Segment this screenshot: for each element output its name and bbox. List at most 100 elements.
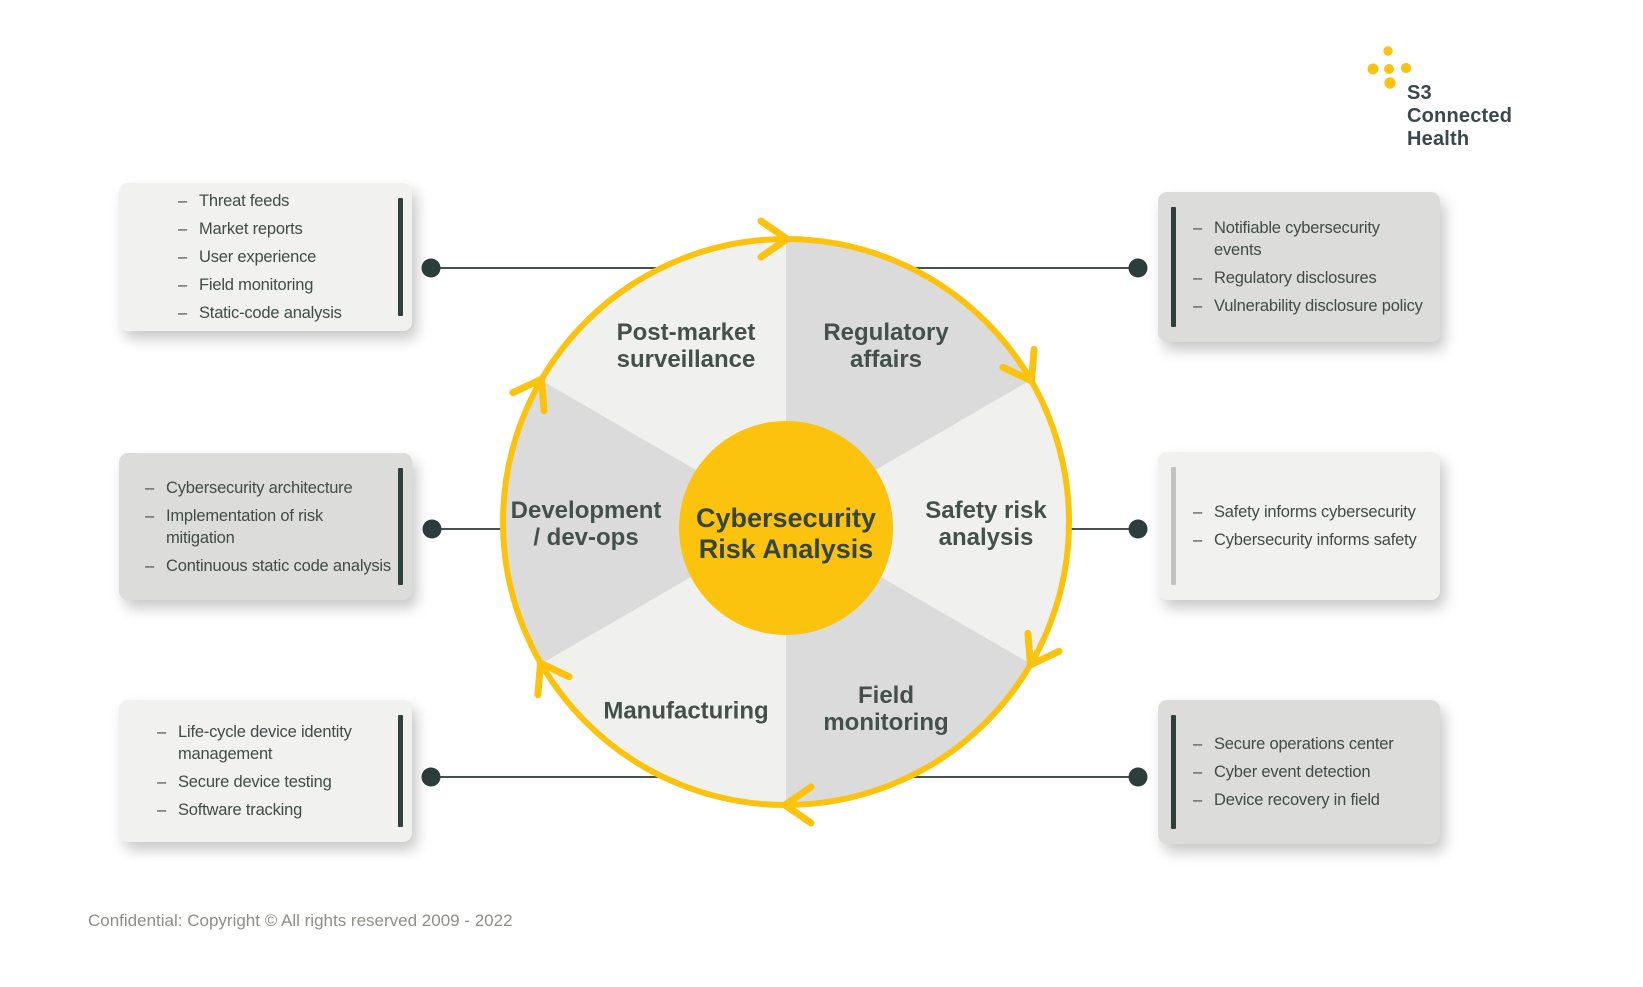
callout-manufacturing: –Life-cycle device identity management –…: [119, 700, 412, 842]
dash-bullet: –: [1193, 763, 1203, 781]
list-item-text: Regulatory disclosures: [1214, 269, 1377, 287]
callout-safety-risk-analysis: –Safety informs cybersecurity –Cybersecu…: [1158, 452, 1440, 600]
dash-bullet: –: [1193, 219, 1203, 237]
callout-field-monitoring: –Secure operations center –Cyber event d…: [1158, 700, 1440, 844]
list-item-text: Cybersecurity informs safety: [1214, 531, 1417, 549]
dash-bullet: –: [1193, 735, 1203, 753]
list-item: –Cybersecurity informs safety: [1193, 529, 1424, 551]
list-item: –Static-code analysis: [178, 302, 392, 324]
callout-post-market-surveillance: –Threat feeds –Market reports –User expe…: [119, 183, 412, 331]
list-item: –Device recovery in field: [1193, 789, 1424, 811]
list-item: –Field monitoring: [178, 274, 392, 296]
logo-text-line: Health: [1407, 128, 1470, 150]
clockwise-arrow-icon: [999, 345, 1038, 385]
list-item: –Secure operations center: [1193, 733, 1424, 755]
list-item-text: Cybersecurity architecture: [166, 478, 353, 497]
logo-text-line: Connected: [1407, 105, 1513, 127]
logo-dot: [1384, 64, 1394, 74]
callout-accent-bar: [1171, 207, 1176, 327]
logo-dot: [1367, 63, 1379, 75]
wheel-center-title-line1: Cybersecurity: [695, 503, 877, 533]
list-item-text: Static-code analysis: [199, 304, 342, 322]
confidentiality-notice: Confidential: Copyright © All rights res…: [88, 911, 513, 930]
dash-bullet: –: [178, 304, 188, 322]
list-item: –Continuous static code analysis: [145, 555, 392, 577]
logo-dot: [1383, 46, 1393, 56]
list-item: –Cybersecurity architecture: [145, 477, 392, 499]
list-item: –Software tracking: [157, 799, 392, 821]
segment-label-manufacturing: Manufacturing: [603, 698, 768, 725]
list-item: –Market reports: [178, 218, 392, 240]
dash-bullet: –: [145, 556, 155, 575]
segment-label-field-monitoring: Field monitoring: [823, 682, 948, 736]
connector-dot: [422, 519, 442, 539]
segment-label-line: Safety risk: [925, 497, 1047, 524]
list-item-text: Cyber event detection: [1214, 763, 1371, 781]
list-item: –Secure device testing: [157, 771, 392, 793]
segment-label-regulatory-affairs: Regulatory affairs: [823, 319, 948, 373]
dash-bullet: –: [1193, 297, 1203, 315]
clockwise-arrow-icon: [1024, 629, 1063, 669]
list-item-text: Secure device testing: [178, 773, 332, 791]
logo-text-line: S3: [1407, 82, 1432, 104]
dash-bullet: –: [1193, 791, 1203, 809]
connector-dot: [421, 767, 441, 787]
list-item-text: Notifiable cybersecurity events: [1214, 219, 1380, 259]
list-item: –Threat feeds: [178, 190, 392, 212]
connector-dot: [1128, 258, 1148, 278]
logo-dot: [1384, 77, 1396, 89]
list-item: –Regulatory disclosures: [1193, 267, 1424, 289]
list-item: –Notifiable cybersecurity events: [1193, 217, 1424, 261]
list-item: –Life-cycle device identity management: [157, 721, 392, 765]
dash-bullet: –: [178, 192, 188, 210]
clockwise-arrow-icon: [757, 217, 791, 261]
list-item: –User experience: [178, 246, 392, 268]
list-item-text: Threat feeds: [199, 192, 290, 210]
callout-accent-bar: [398, 198, 403, 316]
list-item-text: Safety informs cybersecurity: [1214, 503, 1416, 521]
list-item: –Cyber event detection: [1193, 761, 1424, 783]
s3-connected-health-logo: S3 Connected Health: [1407, 82, 1512, 151]
segment-label-line: Development: [510, 497, 662, 524]
segment-label-line: surveillance: [616, 346, 756, 373]
list-item-text: Software tracking: [178, 801, 303, 819]
segment-label-post-market-surveillance: Post-market surveillance: [617, 319, 756, 373]
dash-bullet: –: [157, 801, 167, 819]
callout-accent-bar: [398, 715, 403, 827]
clockwise-arrow-icon: [534, 659, 573, 699]
segment-label-line: / dev-ops: [533, 524, 639, 551]
callout-accent-bar: [398, 468, 403, 585]
callout-accent-bar: [1171, 467, 1176, 585]
clockwise-arrow-icon: [781, 783, 815, 827]
dash-bullet: –: [157, 773, 167, 791]
segment-label-line: Post-market: [616, 319, 756, 346]
list-item: –Vulnerability disclosure policy: [1193, 295, 1424, 317]
segment-label-line: Regulatory: [823, 319, 949, 346]
list-item-text: Vulnerability disclosure policy: [1214, 297, 1423, 315]
wedge-development-dev-ops: [502, 380, 786, 664]
segment-label-line: Field: [857, 682, 914, 709]
dash-bullet: –: [1193, 503, 1203, 521]
segment-label-line: affairs: [849, 346, 923, 373]
clockwise-arrow-icon: [509, 375, 548, 415]
list-item-text: Market reports: [199, 220, 303, 238]
dash-bullet: –: [157, 723, 167, 741]
wheel-center-title-line2: Risk Analysis: [698, 534, 874, 564]
dash-bullet: –: [178, 220, 188, 238]
list-item-text: User experience: [199, 248, 317, 266]
list-item-text: Continuous static code analysis: [166, 556, 391, 575]
dash-bullet: –: [1193, 531, 1203, 549]
segment-label-safety-risk-analysis: Safety risk analysis: [925, 497, 1046, 551]
list-item-text: Device recovery in field: [1214, 791, 1380, 809]
list-item: –Safety informs cybersecurity: [1193, 501, 1424, 523]
connector-dot: [1128, 767, 1148, 787]
callout-development-dev-ops: –Cybersecurity architecture –Implementat…: [119, 453, 412, 600]
dash-bullet: –: [145, 506, 155, 525]
segment-label-line: analysis: [938, 524, 1034, 551]
list-item-text: Field monitoring: [199, 276, 314, 294]
segment-label-line: Manufacturing: [603, 697, 769, 725]
list-item-text: Implementation of risk mitigation: [166, 506, 323, 547]
dash-bullet: –: [178, 248, 188, 266]
